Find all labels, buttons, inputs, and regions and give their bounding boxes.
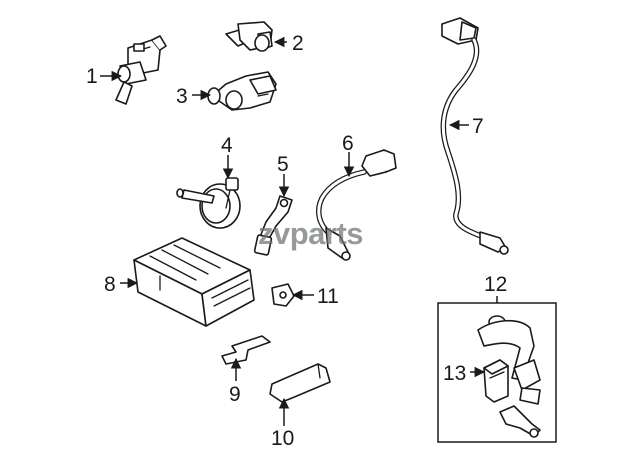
callout-8: 8 <box>104 273 116 296</box>
callout-2: 2 <box>292 32 304 55</box>
part-2-connector <box>225 21 273 52</box>
part-10-bracket <box>269 363 331 403</box>
part-12-hose-kit <box>437 302 557 443</box>
callout-10: 10 <box>271 427 294 450</box>
callout-9: 9 <box>229 383 241 406</box>
part-9-bracket <box>221 335 271 365</box>
part-8-control-module <box>133 237 255 327</box>
callout-12: 12 <box>484 273 507 296</box>
part-1-sensor <box>115 35 167 105</box>
callout-7: 7 <box>472 115 484 138</box>
callout-6: 6 <box>342 132 354 155</box>
callout-13: 13 <box>443 362 466 385</box>
part-3-sensor <box>207 71 277 111</box>
callout-4: 4 <box>221 134 233 157</box>
callout-11: 11 <box>317 285 339 308</box>
part-11-clip <box>271 283 295 307</box>
part-5-bracket-sensor <box>253 195 293 256</box>
callout-1: 1 <box>86 65 98 88</box>
leader-lines <box>100 36 498 426</box>
part-4-knock-sensor <box>176 177 241 229</box>
part-6-o2-sensor <box>315 149 397 261</box>
watermark-logo: zvparts <box>258 216 363 251</box>
callout-3: 3 <box>176 85 188 108</box>
callout-labels: 1 2 3 4 5 6 7 8 9 10 11 12 13 <box>86 32 507 450</box>
part-7-o2-sensor <box>440 17 509 255</box>
part-13-canister <box>483 359 509 403</box>
callout-5: 5 <box>277 153 289 176</box>
